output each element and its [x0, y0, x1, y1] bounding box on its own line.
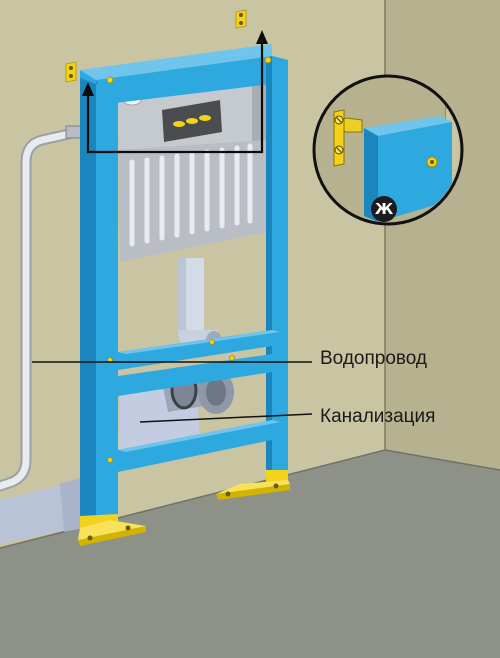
detail-badge: Ж [371, 196, 397, 222]
cistern [118, 68, 266, 262]
floor-edge [0, 449, 500, 549]
arrow-up-icon [82, 30, 268, 154]
screw-icon [333, 109, 363, 167]
installation-frame [80, 44, 288, 520]
sewer-leader [139, 413, 313, 423]
wall-side [385, 0, 500, 470]
label-sewer: Канализация [320, 406, 436, 427]
floor [0, 450, 500, 658]
bracket-icon [65, 9, 290, 546]
water-hose [0, 125, 84, 492]
label-water-supply: Водопровод [320, 348, 428, 369]
